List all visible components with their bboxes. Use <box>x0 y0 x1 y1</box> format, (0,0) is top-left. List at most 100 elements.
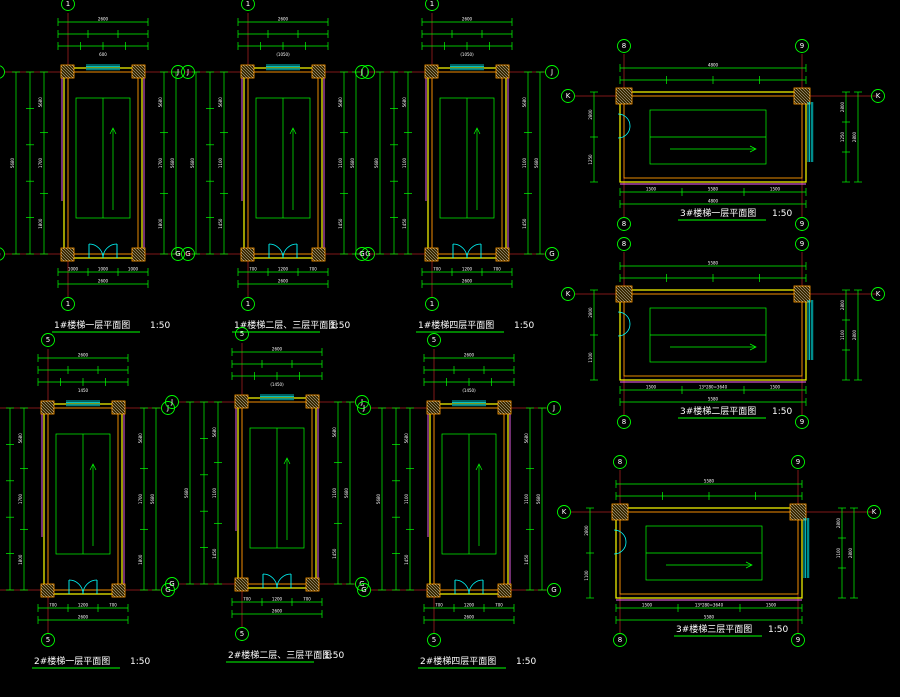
dimension-label: 2600 <box>98 279 109 284</box>
column-hatch-line <box>789 504 806 521</box>
dimension-label: 1200 <box>464 603 475 608</box>
dimension-label: 2600 <box>462 279 473 284</box>
axis-bubble-label: 5 <box>240 330 244 338</box>
column-hatch-line <box>611 504 628 521</box>
column-hatch-line <box>795 285 811 301</box>
dimension-label: 5680 <box>350 157 355 168</box>
column-hatch-line <box>60 65 74 79</box>
dimension-label: 700 <box>109 603 117 608</box>
column-hatch-line <box>508 400 512 404</box>
dimension-label: 1000 <box>98 267 109 272</box>
column-hatch-line <box>111 401 125 415</box>
axis-bubble-icon: 8 <box>617 217 631 231</box>
column-hatch-icon <box>234 577 249 592</box>
axis-bubble-label: K <box>876 290 881 298</box>
stair-arrow-head <box>749 145 757 153</box>
column-outline <box>234 577 249 592</box>
column-hatch-line <box>139 247 146 254</box>
wall-outer <box>615 507 803 599</box>
axis-bubble-label: G <box>175 250 180 258</box>
dimension-label: 5680 <box>184 487 189 498</box>
plan-scale: 1:50 <box>150 321 170 331</box>
wall-outer <box>619 289 807 381</box>
axis-bubble-icon: 9 <box>791 633 805 647</box>
column-hatch-line <box>623 87 633 97</box>
column-hatch-line <box>71 64 75 68</box>
column-hatch-line <box>234 584 242 592</box>
column-hatch-icon <box>426 400 441 415</box>
axis-bubble-circle <box>355 65 369 79</box>
axis-bubble-icon: 9 <box>795 237 809 251</box>
column-hatch-line <box>800 503 807 510</box>
window-icon <box>452 400 486 407</box>
dimension-label: 5680 <box>522 97 527 108</box>
dimension-label: 1250 <box>588 154 593 165</box>
column-hatch-line <box>40 590 48 598</box>
column-hatch-line <box>424 65 438 79</box>
column-outline <box>234 394 249 409</box>
column-hatch-line <box>122 400 126 404</box>
column-hatch-line <box>497 584 511 598</box>
window-icon <box>66 400 100 407</box>
door-arc <box>613 541 627 555</box>
column-hatch-line <box>311 68 322 79</box>
axis-bubble-label: 9 <box>800 418 804 426</box>
axis-bubble-label: G <box>549 250 554 258</box>
wall-inner <box>47 407 119 591</box>
axis-bubble-label: G <box>551 586 556 594</box>
column-hatch-line <box>495 251 506 262</box>
column-hatch-line <box>495 257 500 262</box>
axis-bubble-circle <box>867 505 881 519</box>
column-hatch-line <box>495 248 509 262</box>
column-hatch-line <box>311 248 325 262</box>
column-hatch-line <box>60 68 71 79</box>
column-hatch-line <box>234 587 239 592</box>
column-hatch-line <box>119 400 126 407</box>
axis-bubble-label: 1 <box>66 300 70 308</box>
column-hatch-line <box>319 247 326 254</box>
column-hatch-line <box>307 577 320 590</box>
column-outline <box>497 583 512 598</box>
column-outline <box>495 247 510 262</box>
stair-arrow-icon <box>89 463 97 546</box>
dimension-label: 1500 <box>646 385 657 390</box>
dimension-label: 2600 <box>272 347 283 352</box>
dimension-label: 13*280=3640 <box>695 603 724 608</box>
column-hatch-line <box>240 251 251 262</box>
column-hatch-line <box>40 584 54 598</box>
dimension-label: 1800 <box>158 218 163 229</box>
column-hatch-line <box>798 87 811 100</box>
column-hatch-line <box>435 64 439 68</box>
column-outline <box>495 64 510 79</box>
column-hatch-icon <box>424 64 439 79</box>
axis-bubble-label: 9 <box>800 220 804 228</box>
column-hatch-line <box>116 583 126 593</box>
dimension-label: 1000 <box>128 267 139 272</box>
axis-bubble-circle <box>795 217 809 231</box>
column-hatch-line <box>251 64 255 68</box>
dimension-label: 2800 <box>852 329 857 340</box>
axis-bubble-icon: 8 <box>613 633 627 647</box>
column-hatch-line <box>617 285 633 301</box>
axis-bubble-label: 8 <box>618 458 622 466</box>
stair-arrow-head <box>475 463 483 471</box>
column-hatch-line <box>310 577 320 587</box>
column-hatch-line <box>615 292 626 303</box>
column-hatch-line <box>65 247 75 257</box>
axis-bubble-icon: G <box>545 247 559 261</box>
dimension-label: 2800 <box>588 109 593 120</box>
axis-bubble-icon: 9 <box>795 217 809 231</box>
axis-bubble-label: 9 <box>796 458 800 466</box>
axis-bubble-label: 8 <box>622 240 626 248</box>
door-arc <box>276 573 292 589</box>
column-hatch-line <box>503 247 510 254</box>
axis-bubble-label: G <box>0 250 1 258</box>
column-hatch-icon <box>131 64 146 79</box>
column-hatch-line <box>60 248 74 262</box>
dimension-label: 2600 <box>278 17 289 22</box>
column-hatch-line <box>616 503 629 516</box>
door-arc <box>617 113 631 127</box>
column-hatch-line <box>615 97 623 105</box>
dimension-label: 1450 <box>332 548 337 559</box>
axis-bubble-circle <box>241 0 255 11</box>
